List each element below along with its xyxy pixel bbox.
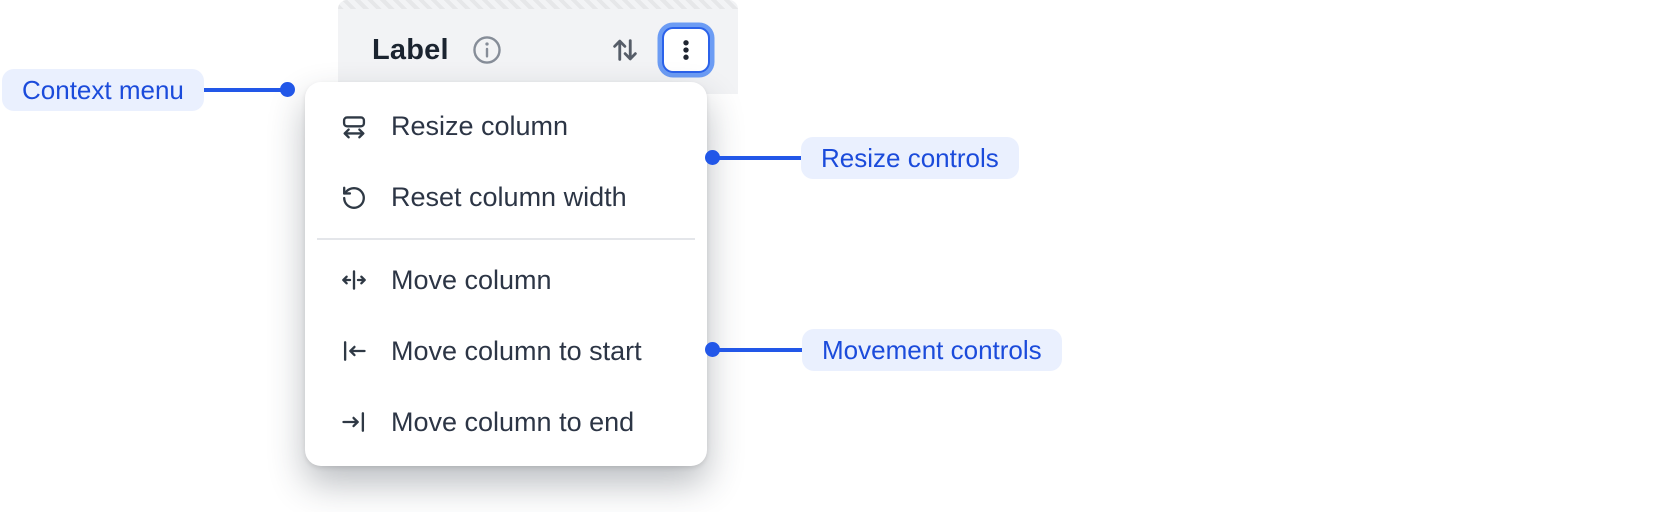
move-column-to-end-icon: [342, 412, 365, 432]
menu-item-move-column-to-start[interactable]: Move column to start: [305, 316, 707, 387]
connector-dot: [705, 342, 720, 357]
connector-line: [204, 88, 284, 92]
sort-vertical-icon: [613, 39, 637, 61]
move-column-icon: [342, 270, 366, 290]
annotation-label: Context menu: [2, 69, 204, 111]
menu-item-label: Move column to start: [391, 335, 642, 366]
sort-button[interactable]: [608, 33, 642, 67]
menu-divider: [317, 238, 695, 240]
connector-line: [716, 348, 802, 352]
column-header-label: Label: [372, 33, 449, 66]
info-icon[interactable]: [471, 34, 503, 66]
move-column-to-start-icon: [343, 341, 366, 361]
annotation-label: Movement controls: [802, 329, 1062, 371]
menu-item-move-column-to-end[interactable]: Move column to end: [305, 387, 707, 458]
menu-item-label: Move column: [391, 264, 552, 295]
menu-item-label: Reset column width: [391, 182, 627, 212]
connector-dot: [705, 150, 720, 165]
reset-column-width-icon: [343, 186, 365, 209]
kebab-menu-icon: [683, 40, 689, 60]
annotation-label: Resize controls: [801, 137, 1019, 179]
menu-item-reset-column-width[interactable]: Reset column width: [305, 162, 707, 233]
menu-item-label: Move column to end: [391, 406, 635, 437]
connector-line: [716, 156, 801, 160]
resize-column-icon: [342, 115, 366, 138]
connector-dot: [280, 82, 295, 97]
context-menu: Resize column Reset column width Move co…: [305, 82, 707, 466]
menu-item-move-column[interactable]: Move column: [305, 245, 707, 316]
menu-item-resize-column[interactable]: Resize column: [305, 91, 707, 162]
column-header: Label: [338, 0, 738, 94]
column-menu-button[interactable]: [662, 27, 710, 73]
menu-item-label: Resize column: [391, 111, 569, 141]
